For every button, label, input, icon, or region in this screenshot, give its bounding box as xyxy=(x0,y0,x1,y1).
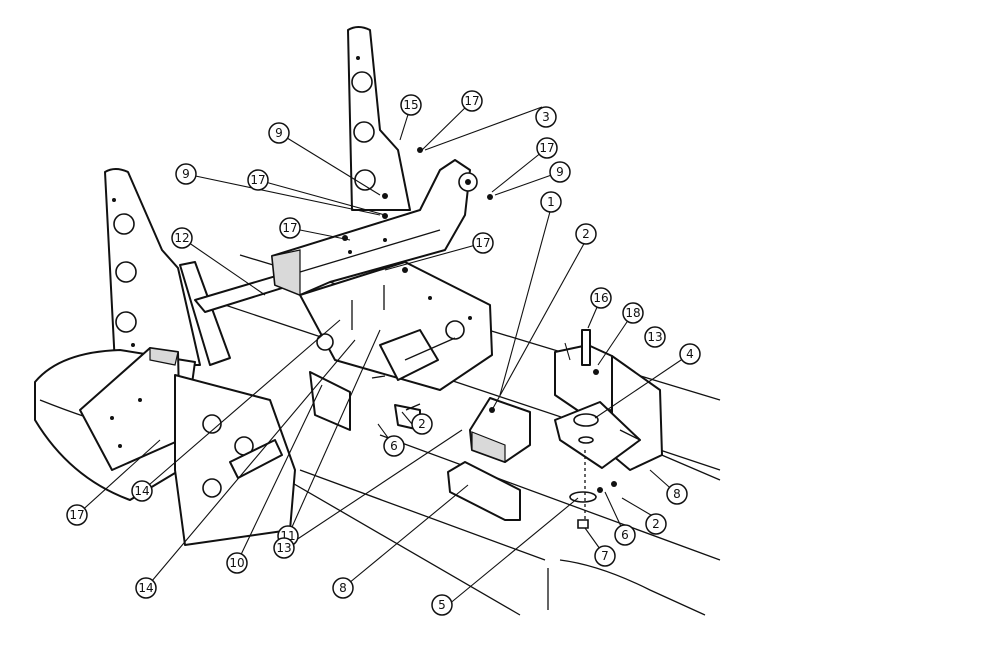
callout-17c: 17 xyxy=(247,169,269,191)
callout-14a: 14 xyxy=(131,480,153,502)
callout-16-label: 16 xyxy=(593,291,608,305)
callout-13a: 13 xyxy=(273,537,295,559)
right-bracket-assembly xyxy=(554,329,663,529)
callout-18-label: 18 xyxy=(625,306,640,320)
callout-9c: 9 xyxy=(549,161,571,183)
callout-6a: 6 xyxy=(383,435,405,457)
callout-17d-label: 17 xyxy=(464,94,479,108)
right-upright-plate xyxy=(347,26,411,211)
callout-17f: 17 xyxy=(472,232,494,254)
callout-2b: 2 xyxy=(411,413,433,435)
callout-8b: 8 xyxy=(666,483,688,505)
callout-9c-label: 9 xyxy=(556,165,564,179)
callout-4-label: 4 xyxy=(686,347,694,361)
hardware-bolts xyxy=(342,147,617,493)
callout-14b-label: 14 xyxy=(138,581,153,595)
callout-17c-label: 17 xyxy=(250,173,265,187)
callout-17a-label: 17 xyxy=(69,508,84,522)
callout-14a-label: 14 xyxy=(134,484,149,498)
callout-17b: 17 xyxy=(279,217,301,239)
callout-17f-label: 17 xyxy=(475,236,490,250)
callout-10: 10 xyxy=(226,552,248,574)
callout-6b-label: 6 xyxy=(621,528,629,542)
callout-2c: 2 xyxy=(645,513,667,535)
center-mount-plate xyxy=(299,261,493,391)
callout-3: 3 xyxy=(535,106,557,128)
callout-12-label: 12 xyxy=(174,231,189,245)
callout-2b-label: 2 xyxy=(418,417,426,431)
callout-5: 5 xyxy=(431,594,453,616)
callout-9a: 9 xyxy=(268,122,290,144)
left-upright-plate xyxy=(104,168,201,366)
callout-6a-label: 6 xyxy=(390,439,398,453)
callout-15: 15 xyxy=(400,94,422,116)
callout-7-label: 7 xyxy=(601,549,609,563)
callout-12: 12 xyxy=(171,227,193,249)
callout-18: 18 xyxy=(622,302,644,324)
callout-14b: 14 xyxy=(135,577,157,599)
callout-1-label: 1 xyxy=(547,195,555,209)
callout-17d: 17 xyxy=(461,90,483,112)
callout-15-label: 15 xyxy=(403,98,418,112)
upper-mount-bar xyxy=(271,159,478,296)
main-frame-body xyxy=(174,374,296,546)
lower-brackets xyxy=(309,371,421,431)
callout-16: 16 xyxy=(590,287,612,309)
callout-5-label: 5 xyxy=(438,598,446,612)
lower-center-plate xyxy=(447,461,521,521)
callout-9b-label: 9 xyxy=(182,167,190,181)
callout-2c-label: 2 xyxy=(652,517,660,531)
callout-3-label: 3 xyxy=(542,110,550,124)
callout-13b: 13 xyxy=(644,326,666,348)
callout-4: 4 xyxy=(679,343,701,365)
callout-8a-label: 8 xyxy=(339,581,347,595)
callout-9b: 9 xyxy=(175,163,197,185)
callout-13b-label: 13 xyxy=(647,330,662,344)
callout-17e-label: 17 xyxy=(539,141,554,155)
callout-17a: 17 xyxy=(66,504,88,526)
callout-10-label: 10 xyxy=(229,556,244,570)
center-bracket xyxy=(469,397,531,463)
callout-2a: 2 xyxy=(575,223,597,245)
callout-9a-label: 9 xyxy=(275,126,283,140)
callout-2a-label: 2 xyxy=(582,227,590,241)
callout-6b: 6 xyxy=(614,524,636,546)
callout-7: 7 xyxy=(594,545,616,567)
callout-8a: 8 xyxy=(332,577,354,599)
callout-1: 1 xyxy=(540,191,562,213)
callout-8b-label: 8 xyxy=(673,487,681,501)
callout-13a-label: 13 xyxy=(276,541,291,555)
callout-17b-label: 17 xyxy=(282,221,297,235)
callout-17e: 17 xyxy=(536,137,558,159)
